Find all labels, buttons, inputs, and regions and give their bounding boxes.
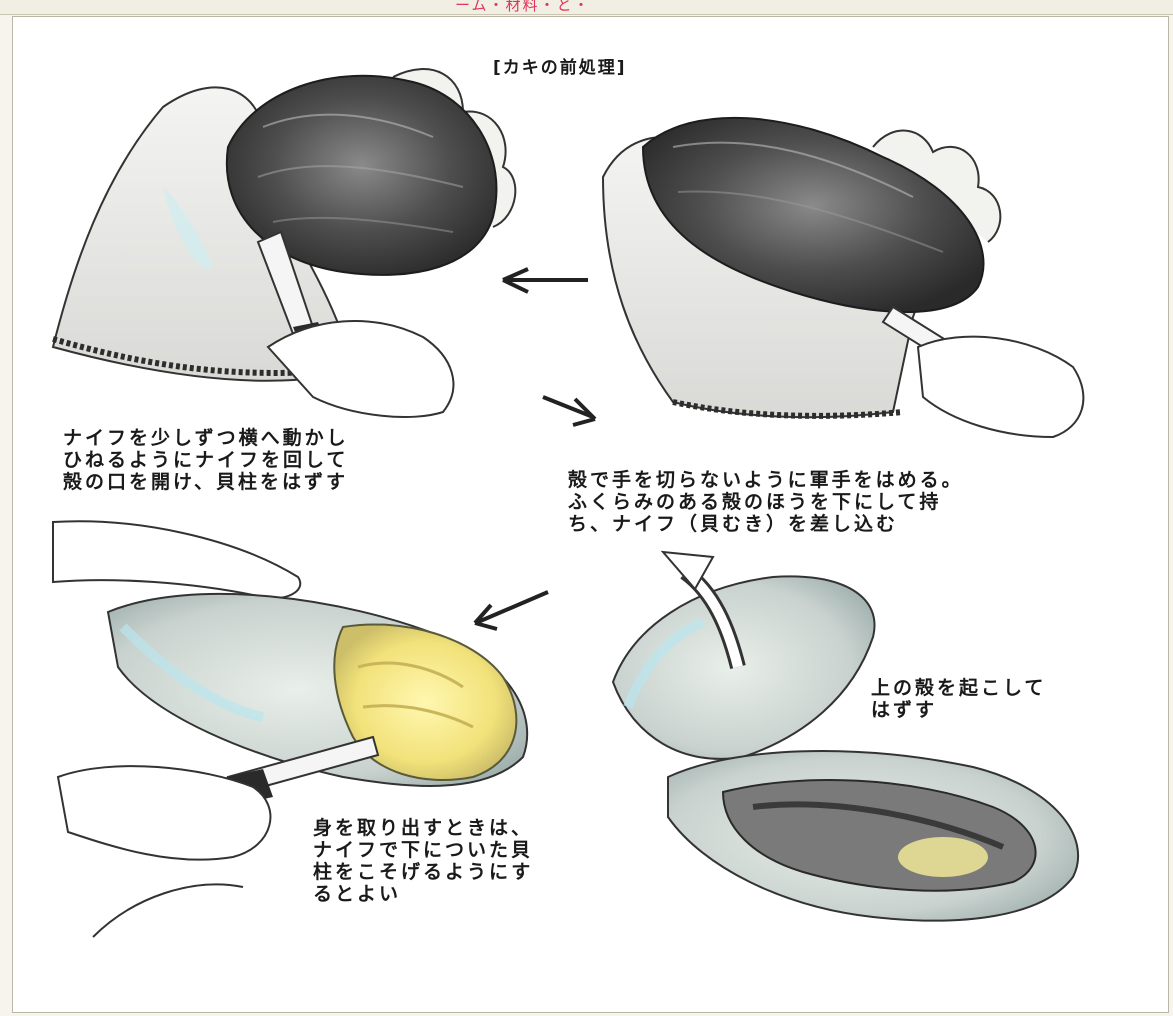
illustration-title: [カキの前処理]	[493, 57, 627, 79]
illustration-frame: [カキの前処理] ナイフを少しずつ横へ動かし ひねるようにナイフを回して 殻の口…	[12, 16, 1169, 1013]
arrow-down-right-icon	[543, 397, 595, 425]
cropped-header-text: ーム・材料・と・	[455, 0, 591, 15]
bottom-right-scene	[613, 576, 1078, 920]
top-left-scene	[53, 69, 515, 417]
arrow-left-icon	[503, 269, 588, 292]
right-hand-top-left	[268, 321, 453, 417]
top-strip: ーム・材料・と・	[0, 0, 1173, 15]
top-right-scene	[603, 118, 1083, 437]
step-caption-remove-meat: 身を取り出すときは、 ナイフで下についた貝 柱をこそげるようにす るとよい	[313, 817, 533, 905]
step-caption-open-shell: ナイフを少しずつ横へ動かし ひねるようにナイフを回して 殻の口を開け、貝柱をはず…	[63, 427, 349, 493]
arrow-down-left-icon	[475, 592, 548, 629]
step-caption-remove-top-shell: 上の殻を起こして はずす	[871, 677, 1046, 721]
hand-bottom-left-top	[53, 521, 300, 598]
right-hand-top-right	[918, 337, 1083, 437]
step-caption-insert-knife: 殻で手を切らないように軍手をはめる。 ふくらみのある殻のほうを下にして持 ち、ナ…	[568, 469, 964, 535]
